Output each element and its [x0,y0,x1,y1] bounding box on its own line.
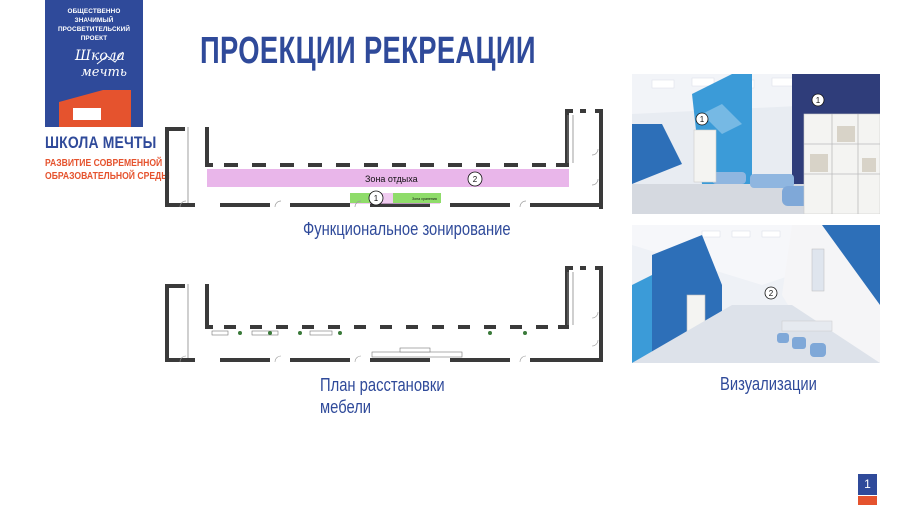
page-number-accent [858,496,877,505]
zone-marker-1 [368,190,384,206]
brand-house-shape [59,90,131,127]
zone-marker-2-label: 2 [473,175,478,184]
brand-top-line-2: ПРОСВЕТИТЕЛЬСКИЙ ПРОЕКТ [57,26,131,42]
visuals-caption: Визуализации [720,374,817,394]
zone-storage [393,193,441,203]
photo-1-marker-a: 1 [700,115,705,124]
brand-logo: ОБЩЕСТВЕННО ЗНАЧИМЫЙ ПРОСВЕТИТЕЛЬСКИЙ ПР… [45,0,143,127]
brand-top-text: ОБЩЕСТВЕННО ЗНАЧИМЫЙ ПРОСВЕТИТЕЛЬСКИЙ ПР… [49,7,139,43]
furniture-plan [165,266,603,363]
photo-1-marker-b: 1 [816,96,821,105]
brand-top-line-1: ОБЩЕСТВЕННО ЗНАЧИМЫЙ [67,8,121,24]
page-title: ПРОЕКЦИИ РЕКРЕАЦИИ [200,30,536,72]
zone-storage-label: Зона хранения [412,197,437,201]
zoning-plan: Зона отдыха Зона хранения 2 1 [165,109,603,209]
brand-subtitle: РАЗВИТИЕ СОВРЕМЕННОЙ ОБРАЗОВАТЕЛЬНОЙ СРЕ… [45,157,170,182]
visualization-photo-2: 2 [632,225,880,363]
zone-marker-1-label: 1 [374,194,379,203]
zone-rest-label: Зона отдыха [365,174,418,184]
zone-marker-2 [467,171,483,187]
brand-subtitle-line-2: ОБРАЗОВАТЕЛЬНОЙ СРЕДЫ [45,169,170,182]
visualization-photo-1: 1 1 [632,74,880,214]
brand-script-mark: Школа мечты [74,48,127,80]
zoning-caption: Функциональное зонирование [303,219,511,239]
brand-subtitle-line-1: РАЗВИТИЕ СОВРЕМЕННОЙ [45,157,163,169]
page-number-badge: 1 [858,474,877,505]
photo-2-marker: 2 [769,289,774,298]
furniture-caption: План расстановки мебели [320,374,445,418]
brand-title: ШКОЛА МЕЧТЫ [45,133,157,152]
furniture-caption-line-2: мебели [320,397,372,417]
furniture-caption-line-1: План расстановки [320,375,445,395]
page-number: 1 [858,474,877,495]
brand-script-line-2: мечты [81,65,127,80]
